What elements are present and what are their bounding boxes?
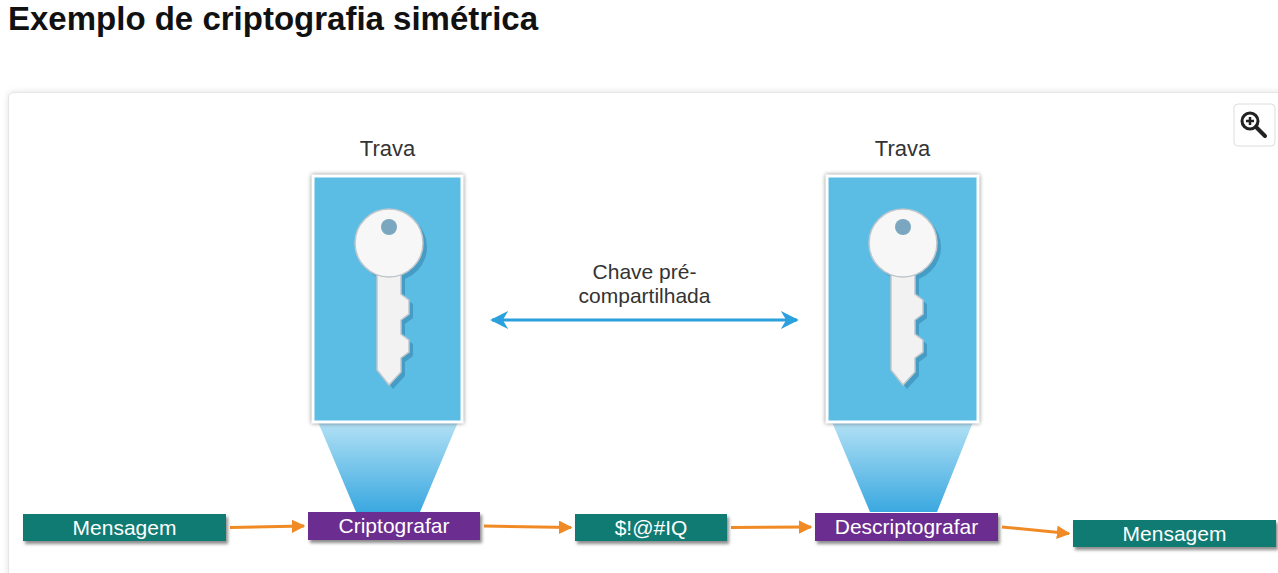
diagram-title: Exemplo de criptografia simétrica	[8, 0, 538, 38]
lock-label: Trava	[875, 136, 930, 162]
light-beam	[832, 422, 973, 512]
lock-label: Trava	[360, 136, 415, 162]
zoom-icon	[1234, 104, 1275, 146]
message-box: Mensagem	[23, 514, 226, 541]
process-box: Descriptografar	[815, 513, 998, 541]
key-icon	[355, 209, 427, 389]
key-panel	[827, 176, 978, 422]
key-lock-box: Trava	[313, 176, 462, 422]
process-box: Criptografar	[308, 512, 480, 540]
arrow-connector	[230, 526, 304, 528]
message-box: $!@#IQ	[575, 514, 727, 541]
content-panel	[8, 92, 1278, 573]
key-icon	[869, 209, 941, 389]
arrow-connector	[484, 526, 571, 528]
key-lock-box: Trava	[827, 176, 978, 422]
arrow-connector	[731, 526, 811, 530]
box-text: Criptografar	[339, 512, 450, 539]
box-text: $!@#IQ	[615, 514, 688, 541]
light-beam	[318, 422, 458, 512]
box-text: Descriptografar	[835, 513, 979, 540]
message-box: Mensagem	[1073, 520, 1276, 547]
connector-label: Chave pré-compartilhada	[556, 260, 734, 308]
arrow-connector	[1002, 527, 1069, 534]
box-text: Mensagem	[1123, 520, 1227, 547]
arrow-connector	[492, 319, 797, 322]
key-panel	[313, 176, 462, 422]
box-text: Mensagem	[73, 514, 177, 541]
